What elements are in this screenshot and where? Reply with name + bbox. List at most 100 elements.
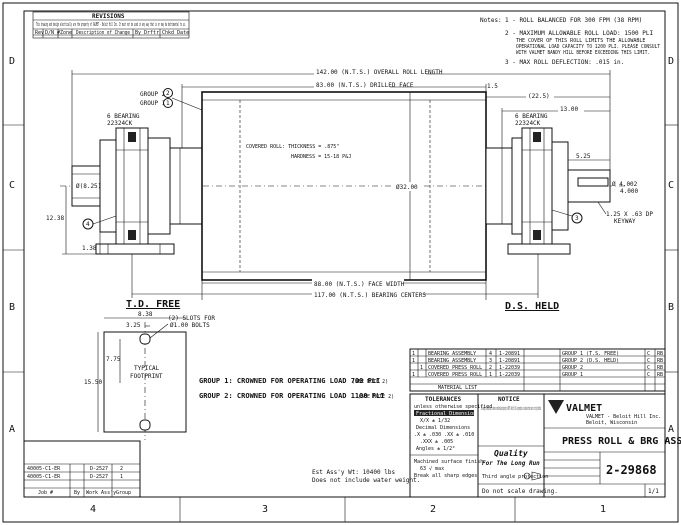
zone-c-left: C: [9, 180, 15, 191]
end-drive-held: D.S. HELD: [505, 301, 559, 312]
svg-text:COVERED PRESS ROLL: COVERED PRESS ROLL: [428, 372, 482, 378]
svg-text:40005-C1-ER: 40005-C1-ER: [27, 466, 61, 472]
end-tender-free: T.D. FREE: [126, 299, 180, 310]
dim-22-5: (22.5): [528, 93, 550, 100]
group-2-label: GROUP 2: [140, 91, 166, 98]
group-2-ds-held: GROUP 2 (D.S. HELD): [562, 358, 619, 364]
svg-text:C: C: [647, 351, 650, 357]
bearing-right-label: 6 BEARING: [515, 113, 548, 120]
dim-dia-4-002: Ø 4.002: [612, 181, 638, 188]
zone-d-right: D: [668, 56, 674, 67]
svg-text:2: 2: [489, 365, 492, 371]
balloon-3: 3: [575, 215, 579, 222]
bearing-left-part: 22324CK: [107, 120, 133, 127]
revisions-notice: This drawing and design electrically are…: [36, 22, 186, 28]
svg-text:1: 1: [412, 372, 415, 378]
dim-bearing-centers: 117.00 (N.T.S.) BEARING CENTERS: [314, 292, 426, 299]
svg-text:4: 4: [489, 351, 492, 357]
rev-col-rev: Rev: [35, 30, 44, 36]
surface-finish-value: 63 √ max: [420, 466, 444, 472]
dim-12-38: 12.38: [46, 215, 64, 222]
tol-fraction-value: X/X ± 1/32: [420, 418, 450, 424]
dimensions: 142.00 (N.T.S.) OVERALL ROLL LENGTH 83.0…: [46, 67, 653, 300]
dim-3-25: 3.25: [126, 322, 141, 329]
zone-b-left: B: [9, 302, 15, 313]
drawing-number: 2-29868: [606, 463, 657, 477]
balloon-4: 4: [86, 221, 90, 228]
group-notes: GROUP 1: CROWNED FOR OPERATING LOAD 700 …: [199, 377, 394, 400]
dim-8-38: 8.38: [138, 311, 153, 318]
svg-text:40005-C1-ER: 40005-C1-ER: [27, 474, 61, 480]
zone-1-bottom: 1: [600, 504, 606, 515]
general-notes: Notes: 1 - ROLL BALANCED FOR 300 FPM (38…: [480, 17, 660, 66]
svg-text:D-2527: D-2527: [90, 474, 108, 480]
dim-dia-8-25: Ø(8.25): [76, 183, 101, 190]
group-2-see-note: (SEE NOTE 2): [358, 394, 394, 400]
footprint-view: 8.38 3.25 (2) SLOTS FOR Ø1.00 BOLTS TYPI…: [84, 311, 215, 440]
note-2: 2 - MAXIMUM ALLOWABLE ROLL LOAD: 1500 PL…: [505, 30, 653, 37]
group-1-label: GROUP 1: [140, 100, 166, 107]
sheet-number: 1/1: [648, 488, 659, 495]
footprint-label: FOOTPRINT: [130, 373, 163, 380]
note-3: 3 - MAX ROLL DEFLECTION: .015 in.: [505, 59, 624, 66]
bom-row: 1 COVERED PRESS ROLL 2 1-22039: [420, 365, 520, 371]
svg-text:1: 1: [420, 365, 423, 371]
rev-col-dn: D/N #: [45, 30, 60, 36]
svg-text:1: 1: [412, 351, 415, 357]
dim-13-00: 13.00: [560, 106, 578, 113]
quality-slogan: Quality: [494, 448, 528, 458]
tol-decimal-3: .XXX ± .005: [420, 439, 453, 445]
svg-text:BEARING ASSEMBLY: BEARING ASSEMBLY: [428, 351, 476, 357]
dim-face-width: 88.00 (N.T.S.) FACE WIDTH: [314, 281, 405, 288]
inner-border: [23, 10, 666, 498]
third-angle: Third angle projection: [482, 474, 548, 480]
zone-b-right: B: [668, 302, 674, 313]
dim-1-38: 1.38: [82, 245, 97, 252]
rev-col-chkd: Chkd Date: [162, 30, 189, 36]
tolerances-block: TOLERANCES unless otherwise specified Fr…: [409, 393, 492, 498]
keyway-label: KEYWAY: [614, 218, 636, 225]
balloon-2: 2: [166, 90, 170, 97]
svg-text:BEARING ASSEMBLY: BEARING ASSEMBLY: [428, 358, 476, 364]
dim-15-50: 15.50: [84, 379, 102, 386]
dim-7-75: 7.75: [106, 356, 121, 363]
svg-text:1-20891: 1-20891: [499, 358, 520, 364]
bom-row: 1 COVERED PRESS ROLL 1 1-22039: [412, 372, 520, 378]
keyway-size: 1.25 X .63 DP: [606, 211, 653, 218]
rev-col-desc: Description of Change: [76, 30, 130, 36]
weight-note: Does not include water weight.: [312, 477, 420, 484]
svg-text:2: 2: [120, 466, 123, 472]
svg-text:1: 1: [120, 474, 123, 480]
bom-row: 1 BEARING ASSEMBLY 4 1-20891: [412, 351, 520, 357]
balloon-1: 1: [166, 100, 170, 107]
svg-text:RB: RB: [657, 365, 663, 371]
tolerances-sub: unless otherwise specified: [414, 404, 492, 410]
tol-decimal-values: .X ± .030 .XX ± .010: [414, 432, 474, 438]
rev-col-zone: Zone: [60, 30, 72, 36]
tolerances-title: TOLERANCES: [425, 396, 462, 403]
svg-text:1-20891: 1-20891: [499, 351, 520, 357]
assembly-weight: Est Ass'y Wt: 10400 lbs: [312, 469, 395, 476]
svg-text:RB: RB: [657, 351, 663, 357]
svg-text:C: C: [647, 365, 650, 371]
note-1: 1 - ROLL BALANCED FOR 300 FPM (38 RPM): [505, 17, 642, 24]
zone-2-bottom: 2: [430, 504, 436, 515]
material-list: 1 BEARING ASSEMBLY 4 1-20891 1 BEARING A…: [409, 348, 666, 392]
dim-1-5: 1.5: [487, 83, 498, 90]
group-1-note: GROUP 1: CROWNED FOR OPERATING LOAD 700 …: [199, 377, 380, 385]
hardness-note: HARDNESS = 15-18 P&J: [291, 154, 351, 160]
group-2-row: GROUP 2: [562, 365, 583, 371]
tol-angles: Angles ± 1/2°: [416, 446, 455, 452]
material-list-label: MATERIAL LIST: [438, 385, 477, 391]
notes-label: Notes:: [480, 17, 502, 24]
covered-roll-note: COVERED ROLL: THICKNESS = .875": [246, 144, 339, 150]
callouts: 6 BEARING 22324CK 6 BEARING 22324CK GROU…: [82, 88, 583, 312]
surface-finish: Machined surface finish: [414, 459, 483, 465]
ref-row: 40005-C1-ER D-2527 2: [27, 466, 123, 472]
press-roll-elevation: [60, 91, 625, 281]
zone-a-right: A: [668, 424, 674, 435]
bom-row: 1 BEARING ASSEMBLY 3 1-20891: [412, 358, 520, 364]
valmet-logo-icon: [548, 400, 564, 414]
